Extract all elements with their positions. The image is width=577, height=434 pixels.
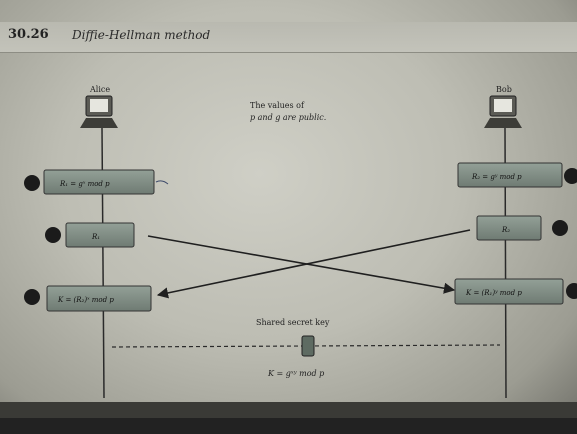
bob-step3-marker [566,283,577,299]
alice-step2-text: R₁ [91,233,100,241]
alice-step3-marker [24,289,40,305]
alice-label: Alice [89,85,110,94]
section-header [0,22,577,53]
bob-step1-text: R₂ = gʸ mod p [471,173,522,181]
r1-to-bob-arrow [147,235,456,294]
bob-step1-marker [564,168,577,184]
public-note-line2: p and g are public. [250,113,326,122]
bob-computer-icon [484,95,522,128]
alice-step1-marker [24,175,40,191]
pen-stroke [155,180,169,185]
r2-to-alice-arrow [156,229,471,299]
alice-timeline [101,127,105,399]
alice-computer-icon [80,95,118,128]
bob-step3-box [454,278,564,305]
bob-step2-marker [552,220,568,236]
shared-key-dashed-line [111,344,501,348]
bob-label: Bob [496,85,512,94]
bob-step1-box [457,162,563,188]
bob-step2-text: R₂ [501,226,510,234]
section-title: Diffie-Hellman method [72,28,211,42]
page-bottom-edge [0,418,577,434]
alice-step2-marker [45,227,61,243]
alice-step2-box [65,222,135,248]
shared-key-label: Shared secret key [256,318,330,327]
bob-step2-box [476,215,542,241]
bob-step3-text: K = (R₁)ʸ mod p [465,289,522,297]
alice-step1-text: R₁ = gˣ mod p [59,180,110,188]
alice-step3-text: K = (R₂)ˣ mod p [57,296,114,304]
alice-step3-box [46,285,152,312]
shared-key-formula: K = gˣʸ mod p [267,369,324,378]
key-icon [301,335,315,357]
section-number: 30.26 [8,27,49,42]
alice-step1-box [43,169,155,195]
public-note-line1: The values of [250,101,305,110]
